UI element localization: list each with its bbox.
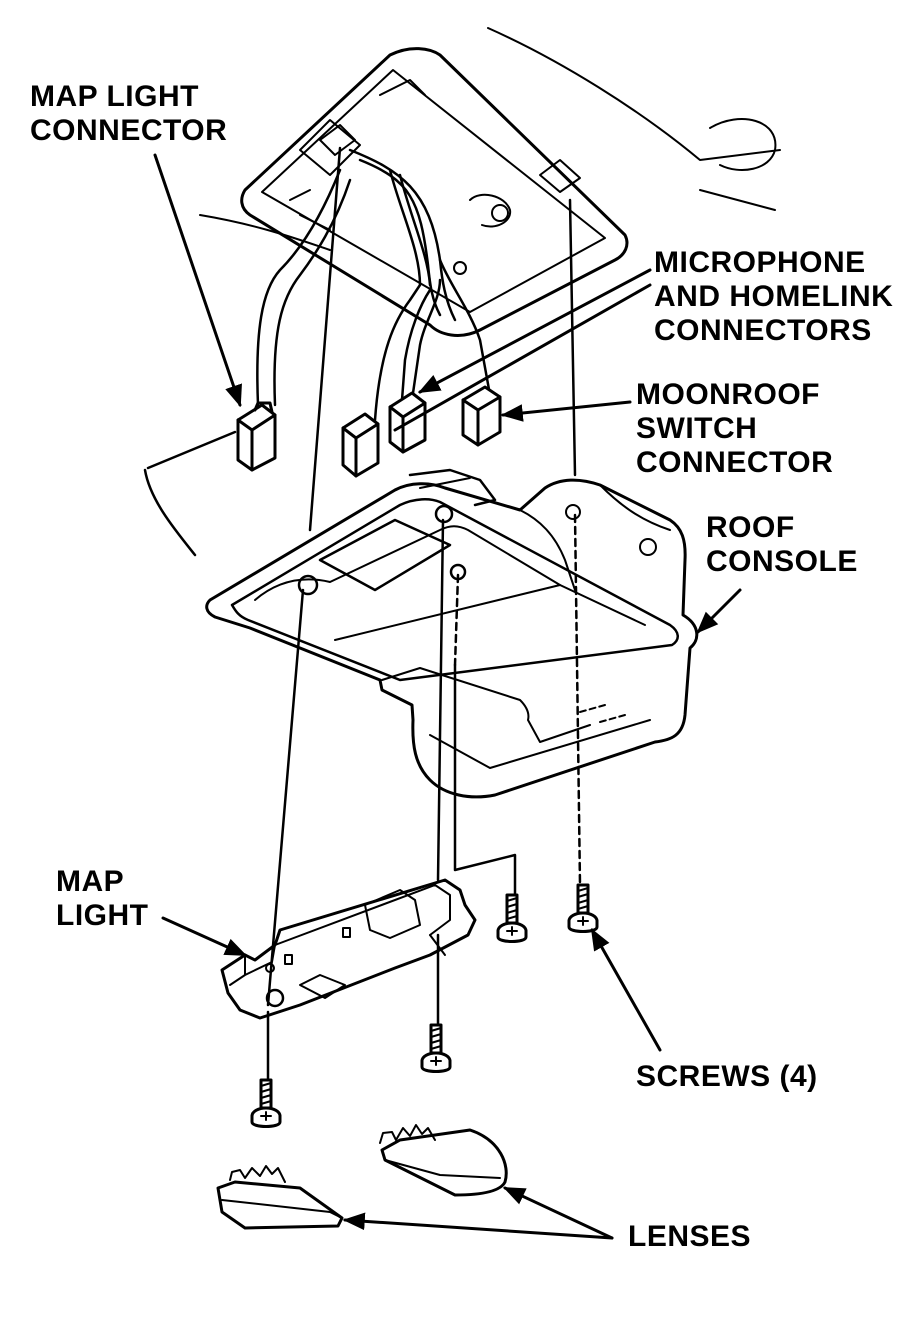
- arrow-map-light-connector: [153, 153, 242, 408]
- arrow-screws: [590, 928, 662, 1052]
- arrow-homelink-2-tail: [393, 283, 652, 432]
- microphone-homelink-label-line1: MICROPHONE: [654, 246, 866, 279]
- map-light-unit: [220, 878, 477, 1020]
- arrow-homelink-1: [418, 268, 652, 394]
- screws-label: SCREWS (4): [636, 1060, 818, 1094]
- screw-1: [496, 893, 528, 943]
- map-light-connector-plug: [236, 401, 277, 472]
- screws-label-text: SCREWS (4): [636, 1060, 818, 1093]
- roof-console-body: [205, 468, 699, 799]
- map-light-label-line2: LIGHT: [56, 899, 149, 932]
- roof-console-label-line1: ROOF: [706, 511, 795, 544]
- map-light-connector-label-line2: CONNECTOR: [30, 114, 228, 147]
- lens-right: [379, 1124, 508, 1197]
- arrow-lens-right: [503, 1186, 614, 1240]
- moonroof-switch-label-line1: MOONROOF: [636, 378, 820, 411]
- moonroof-switch-label: MOONROOF SWITCH CONNECTOR: [636, 378, 833, 480]
- homelink-connector-plug-1: [341, 412, 380, 478]
- map-light-connector-label: MAP LIGHT CONNECTOR: [30, 80, 227, 148]
- roof-console-label-line2: CONSOLE: [706, 545, 858, 578]
- lens-left: [216, 1165, 344, 1230]
- headliner-bracket: [240, 47, 629, 337]
- microphone-homelink-label-line3: CONNECTORS: [654, 314, 872, 347]
- arrow-moonroof-switch: [500, 400, 632, 422]
- moonroof-switch-label-line2: SWITCH: [636, 412, 758, 445]
- moonroof-switch-label-line3: CONNECTOR: [636, 446, 834, 479]
- microphone-homelink-label-line2: AND HOMELINK: [654, 280, 894, 313]
- screw-3: [420, 1023, 452, 1073]
- map-light-label-line1: MAP: [56, 865, 125, 898]
- arrow-map-light: [161, 916, 248, 957]
- roof-panel: [199, 27, 781, 251]
- leader-arrows: [153, 153, 742, 1240]
- map-light-label: MAP LIGHT: [56, 865, 149, 933]
- lenses-label: LENSES: [628, 1220, 751, 1254]
- map-light-connector-label-line1: MAP LIGHT: [30, 80, 199, 113]
- moonroof-connector-plug: [461, 385, 502, 447]
- microphone-homelink-label: MICROPHONE AND HOMELINK CONNECTORS: [654, 246, 893, 348]
- arrow-roof-console: [696, 588, 742, 634]
- screw-2: [567, 883, 599, 933]
- wire-harness: [256, 148, 492, 422]
- alignment-lines: [266, 146, 582, 1087]
- lenses-label-text: LENSES: [628, 1220, 752, 1253]
- arrow-lens-left: [342, 1212, 614, 1240]
- screw-4: [250, 1078, 282, 1128]
- roof-console-label: ROOF CONSOLE: [706, 511, 858, 579]
- harness-guide-line: [143, 430, 237, 557]
